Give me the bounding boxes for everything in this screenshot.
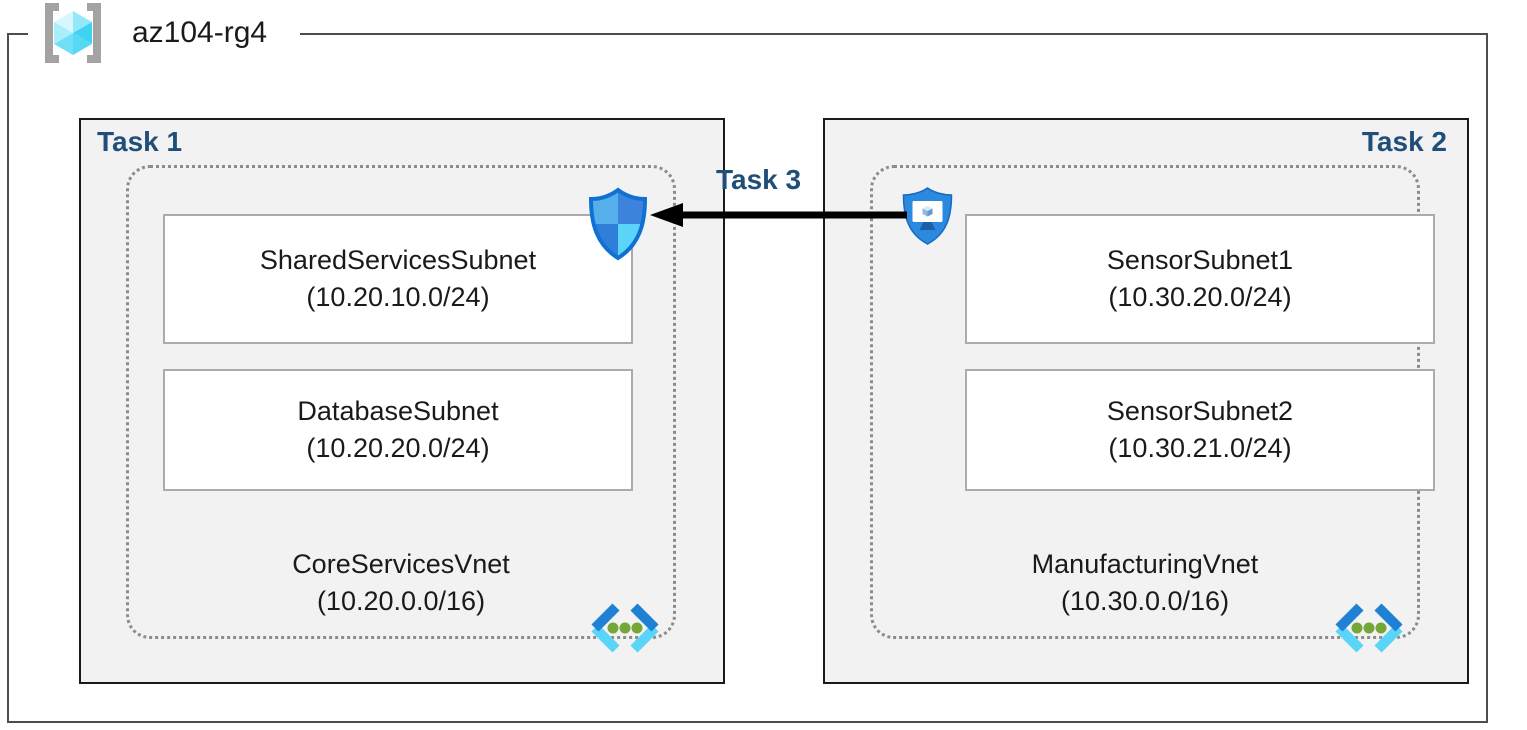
- subnet-name: SensorSubnet2: [1106, 396, 1294, 426]
- manufacturing-vnet-boundary: SensorSubnet1 (10.30.20.0/24) SensorSubn…: [870, 165, 1435, 653]
- task3-label: Task 3: [716, 164, 802, 195]
- rg-border-gap-mask: [28, 29, 300, 39]
- shared-services-subnet-box: SharedServicesSubnet (10.20.10.0/24): [163, 214, 633, 344]
- virtual-network-icon: [591, 603, 659, 653]
- application-security-group-shield-icon: [902, 187, 953, 245]
- vnet-label: CoreServicesVnet (10.20.0.0/16): [129, 546, 673, 620]
- sensor-subnet2-box: SensorSubnet2 (10.30.21.0/24): [965, 369, 1435, 491]
- network-security-group-shield-icon: [588, 187, 648, 261]
- vnet-name: CoreServicesVnet: [292, 549, 510, 579]
- resource-group-border: [7, 33, 1488, 723]
- subnet-cidr: (10.20.20.0/24): [306, 433, 490, 463]
- resource-group-title: az104-rg4: [132, 16, 268, 49]
- task2-label: Task 2: [1361, 126, 1447, 157]
- virtual-network-icon: [1335, 603, 1403, 653]
- vnet-cidr: (10.20.0.0/16): [316, 586, 486, 616]
- subnet-name: SharedServicesSubnet: [259, 245, 537, 275]
- task3-arrow-icon: [650, 203, 907, 227]
- vnet-cidr: (10.30.0.0/16): [1060, 586, 1230, 616]
- subnet-cidr: (10.30.21.0/24): [1108, 433, 1292, 463]
- subnet-cidr: (10.30.20.0/24): [1108, 282, 1292, 312]
- subnet-name: DatabaseSubnet: [297, 396, 499, 426]
- vnet-label: ManufacturingVnet (10.30.0.0/16): [873, 546, 1417, 620]
- database-subnet-box: DatabaseSubnet (10.20.20.0/24): [163, 369, 633, 491]
- subnet-cidr: (10.20.10.0/24): [306, 282, 490, 312]
- subnet-name: SensorSubnet1: [1106, 245, 1294, 275]
- sensor-subnet1-box: SensorSubnet1 (10.30.20.0/24): [965, 214, 1435, 344]
- vnet-name: ManufacturingVnet: [1031, 549, 1259, 579]
- core-services-vnet-boundary: SharedServicesSubnet (10.20.10.0/24) Dat…: [126, 165, 676, 653]
- resource-group-icon: [45, 3, 101, 63]
- task1-label: Task 1: [97, 126, 183, 157]
